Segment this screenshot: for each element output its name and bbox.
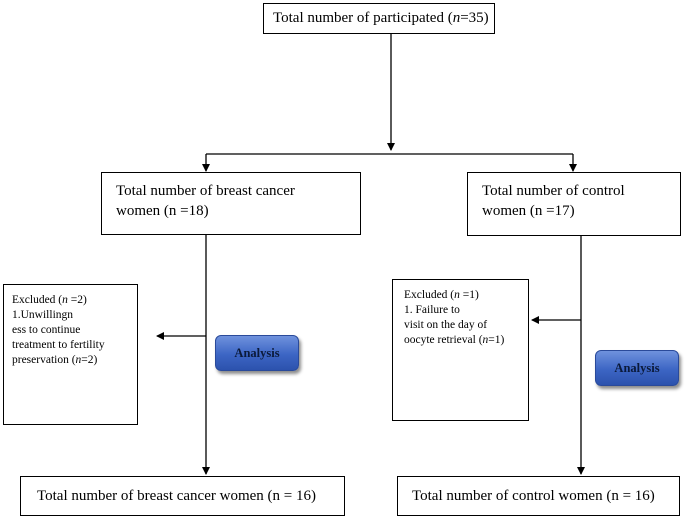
breast-cancer-group-box: Total number of breast cancer women (n =… <box>101 172 361 235</box>
breast-cancer-group-line1: Total number of breast cancer <box>116 183 295 199</box>
total-participants-text: Total number of participated (n=35) <box>273 10 489 26</box>
control-group-box: Total number of control women (n =17) <box>467 172 681 236</box>
breast-cancer-excluded-text: Excluded (n =2) 1.Unwillingn ess to cont… <box>12 294 105 366</box>
breast-cancer-group-line2: women (n =18) <box>116 203 209 219</box>
control-group-line2: women (n =17) <box>482 203 575 219</box>
breast-cancer-final-box: Total number of breast cancer women (n =… <box>20 476 345 516</box>
breast-cancer-final-text: Total number of breast cancer women (n =… <box>37 488 316 504</box>
control-final-box: Total number of control women (n = 16) <box>397 476 680 516</box>
control-excluded-text: Excluded (n =1) 1. Failure to visit on t… <box>404 289 505 346</box>
analysis-badge-left: Analysis <box>215 335 299 371</box>
breast-cancer-excluded-box: Excluded (n =2) 1.Unwillingn ess to cont… <box>3 284 138 425</box>
total-participants-box: Total number of participated (n=35) <box>263 3 495 34</box>
control-excluded-box: Excluded (n =1) 1. Failure to visit on t… <box>392 279 529 421</box>
analysis-badge-right: Analysis <box>595 350 679 386</box>
control-group-line1: Total number of control <box>482 183 625 199</box>
control-final-text: Total number of control women (n = 16) <box>412 488 655 504</box>
